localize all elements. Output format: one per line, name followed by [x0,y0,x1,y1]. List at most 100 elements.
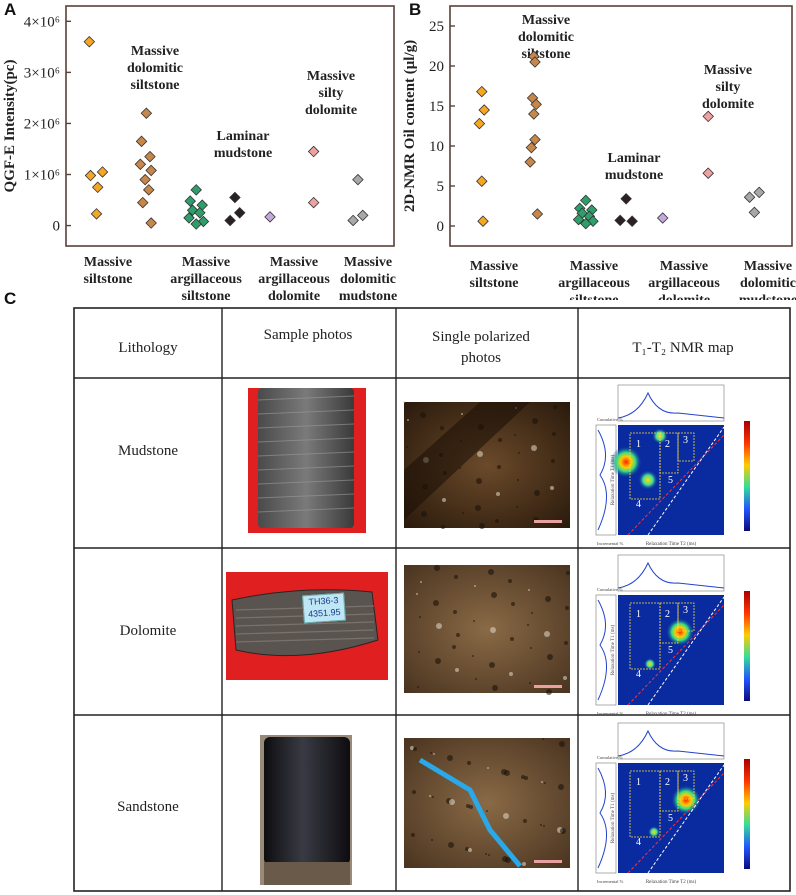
nmr-top-distribution [617,554,725,592]
chart-b-data-point [748,206,761,219]
thin-section-grain [543,825,545,827]
thin-section-grain [472,655,474,657]
nmr-map-field [618,763,724,873]
thin-section-grain [533,517,539,523]
thin-section-grain [442,498,446,502]
thin-section-grain [509,672,513,676]
nmr-region-box [659,770,679,812]
chart-a-plot-frame [65,5,395,247]
chart-b-data-point [476,175,488,187]
chart-a-data-point [352,173,364,186]
nmr-region-label: 4 [636,669,641,680]
thin-section-grain [505,857,511,863]
thin-section-grain [508,579,512,583]
thin-section-grain [566,571,570,575]
panel-letter-c: C [4,289,17,308]
thin-section-grain [429,795,431,797]
chart-a-data-point [229,191,241,204]
chart-a-data-point [307,145,320,158]
chart-a-data-point [356,209,369,222]
nmr-t2-distribution-curve [617,561,725,589]
header-single-polarized: Single polarized photos [432,329,530,366]
nmr-left-distribution [595,762,617,874]
nmr-colorbar [744,759,750,869]
nmr-region-label: 3 [683,773,688,784]
thin-section-grain [545,596,551,602]
thin-section-grain [524,776,528,780]
thin-section-grain [467,761,471,765]
chart-b-y-tick-label: 20 [429,59,444,75]
mudstone-core-lamina [257,451,355,457]
thin-section-grain [552,432,556,436]
nmr-hotspot [666,618,694,646]
nmr-region-label: 1 [636,777,641,788]
chart-b-data-point [476,85,488,98]
thin-section-grain [559,741,565,747]
thin-section-grain [443,471,447,475]
thin-section-grain [551,459,555,463]
chart-b-data-point [525,141,538,154]
nmr-region-label: 5 [668,475,673,486]
nmr-t2-distribution-curve [617,391,725,419]
thin-section-grain [475,678,477,680]
thin-section-grain [532,418,538,424]
nmr-x-axis-label: Relaxation Time T2 (ms) [646,712,697,717]
chart-b-data-point [572,213,585,226]
thin-section-grain [468,848,472,852]
thin-section-grain [544,631,550,637]
thin-section-grain [423,457,429,463]
nmr-cumulative-label: Cumulative % [597,417,623,422]
nmr-t1-distribution-curve [597,429,607,531]
thin-section-grain [540,824,542,826]
thin-section-grain [461,413,463,415]
nmr-region-box [659,432,679,474]
thin-section-grain [433,600,439,606]
chart-b-y-tick-label: 0 [437,219,445,235]
chart-b-data-point [530,98,542,111]
thin-section-grain [446,798,452,804]
chart-a-data-point [183,212,195,224]
chart-a-data-point [136,196,149,209]
nmr-left-distribution [595,594,617,706]
thin-section-photo [404,738,570,868]
nmr-cumulative-label: Cumulative % [597,755,623,760]
nmr-colorbar [744,421,750,531]
chart-a-y-tick-label: 3×10⁶ [24,65,60,81]
nmr-region-label: 5 [668,645,673,656]
mudstone-core-photo [258,388,354,528]
thin-section-grain [510,637,514,641]
thin-section-grain [564,641,568,645]
thin-section-grain [516,506,518,508]
thin-section-grain [459,467,461,469]
chart-a-data-point [83,35,96,48]
nmr-region-label: 2 [665,439,670,450]
chart-b-data-point [656,212,669,224]
thin-section-scale-bar [534,860,562,863]
thin-section-grain [430,752,432,754]
thin-section-grain [420,412,426,418]
thin-section-grain [487,767,489,769]
chart-a-data-point [145,217,157,229]
thin-section-grain [486,810,488,812]
nmr-ratio-line-red [627,604,725,706]
thin-section-grain [553,405,557,409]
chart-b-data-point [528,108,540,120]
mudstone-core-lamina [257,423,355,429]
nmr-hotspot [652,428,668,444]
thin-section-grain [436,623,442,629]
thin-section-grain [527,624,529,626]
chart-b-y-tick-label: 25 [429,19,444,35]
thin-section-fracture [418,757,522,868]
chart-a-y-tick-label: 0 [53,219,61,235]
nmr-map-field [618,425,724,535]
thin-section-grain [488,854,490,856]
thin-section-grain [521,775,525,779]
nmr-ratio-line-red [627,772,725,874]
mudstone-core-lamina [257,479,355,485]
chart-b-data-point [614,214,626,227]
nmr-t1-distribution-curve [597,599,607,701]
